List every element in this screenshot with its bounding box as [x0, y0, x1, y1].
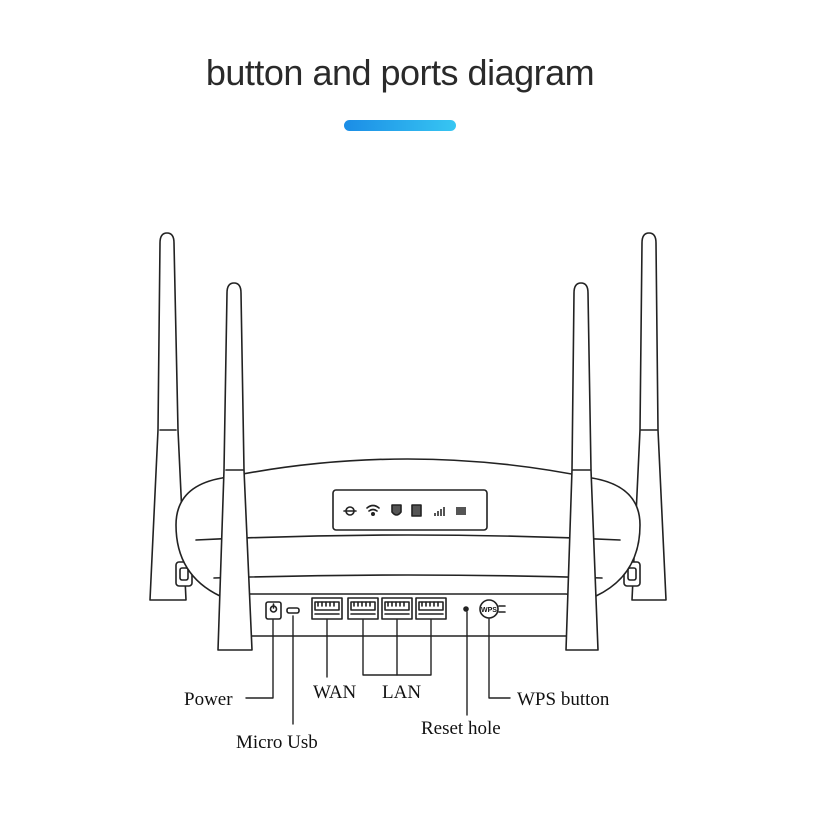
callout-line-power — [245, 619, 274, 699]
antenna-front-left — [217, 282, 253, 651]
lan-port-2 — [381, 597, 413, 620]
power-port — [265, 601, 282, 620]
wifi-icon — [366, 504, 380, 516]
label-micro-usb: Micro Usb — [236, 732, 318, 753]
antenna-back-left — [149, 232, 187, 601]
label-reset-hole: Reset hole — [421, 718, 501, 739]
label-power: Power — [184, 689, 233, 710]
wps-button: WPS — [479, 599, 506, 619]
callout-lines — [245, 611, 511, 725]
title-accent-bar — [344, 120, 456, 131]
page-title: button and ports diagram — [205, 52, 595, 93]
lan-icon — [411, 504, 422, 517]
label-wps-button: WPS button — [517, 689, 610, 710]
lan-port-3 — [415, 597, 447, 620]
front-led-panel — [332, 489, 488, 531]
antenna-front-right — [565, 282, 599, 651]
callout-line-wps — [488, 618, 511, 699]
battery-icon — [456, 507, 466, 515]
label-lan: LAN — [382, 682, 421, 703]
label-wan: WAN — [313, 682, 357, 703]
signal-bars-icon — [434, 507, 445, 516]
power-icon — [343, 506, 357, 516]
wps-badge-label: WPS — [481, 607, 497, 614]
micro-usb-port — [286, 607, 300, 614]
antenna-back-right — [631, 232, 667, 601]
wan-port — [311, 597, 343, 620]
reset-hole — [463, 606, 469, 612]
lan-port-1 — [347, 597, 379, 620]
shield-icon — [391, 504, 402, 516]
